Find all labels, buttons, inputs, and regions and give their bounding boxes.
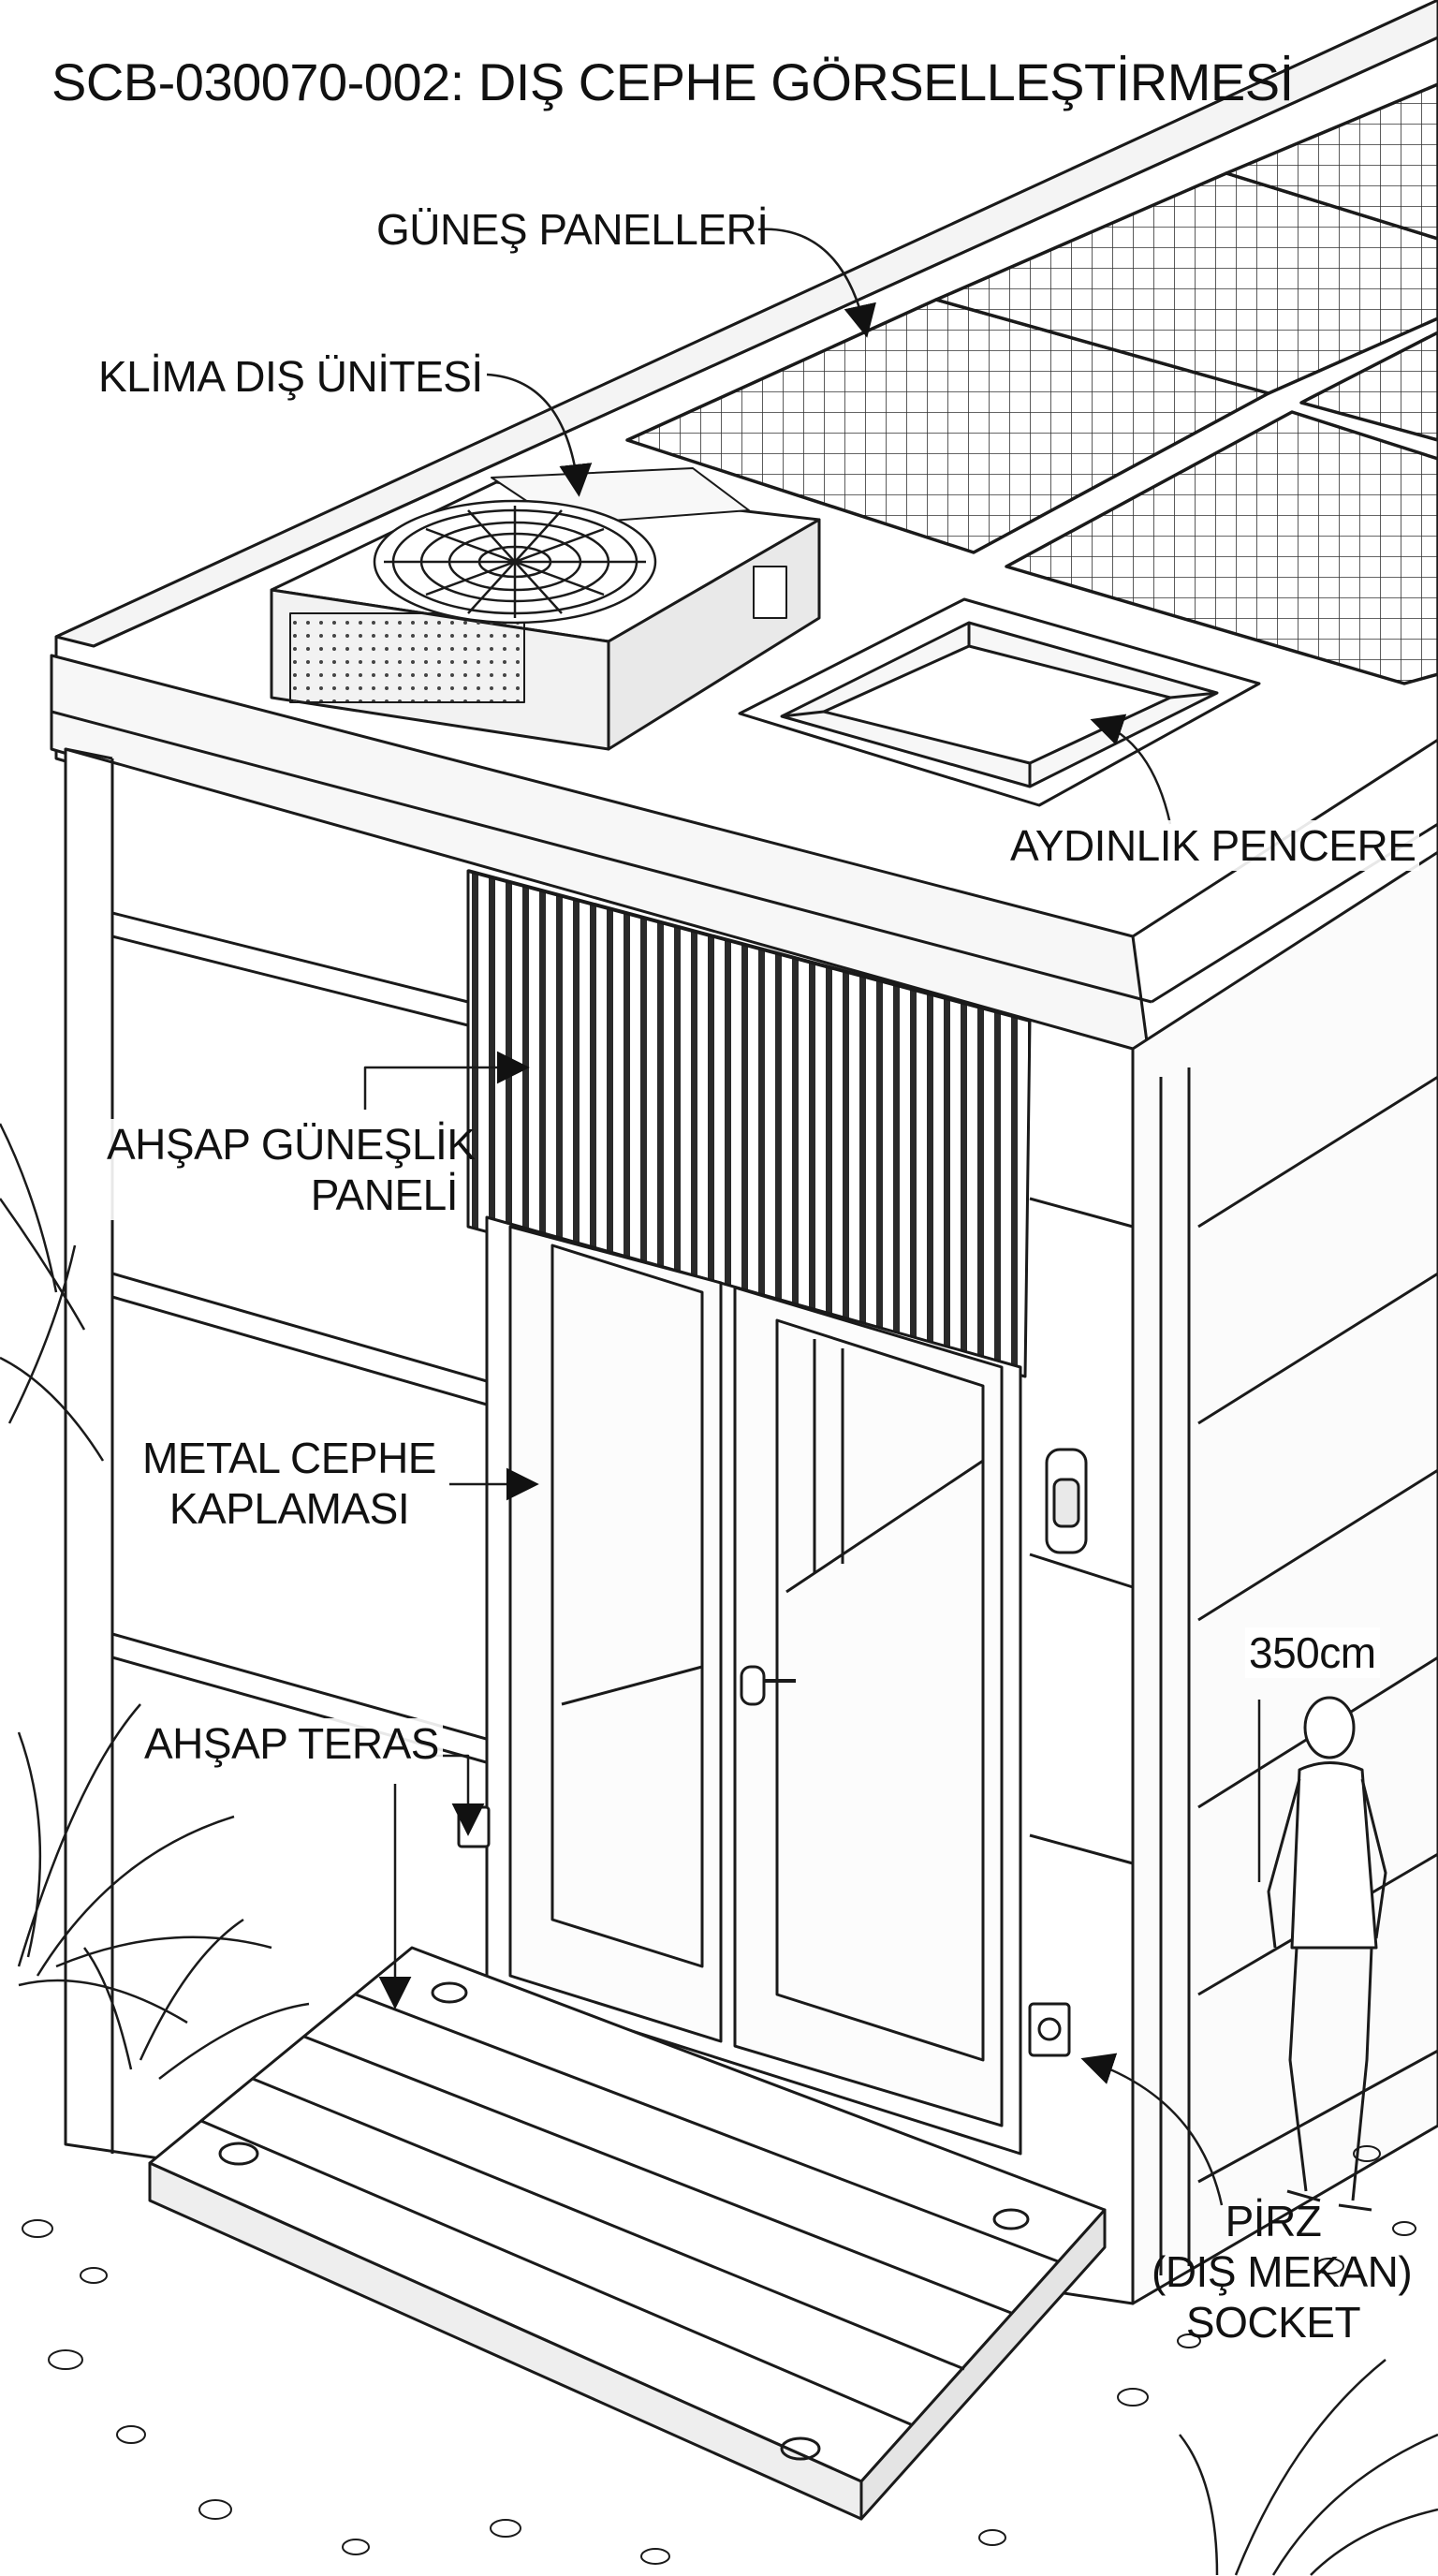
- label-metal-cladding-line2: KAPLAMASI: [169, 1484, 410, 1533]
- label-height: 350cm: [1245, 1627, 1380, 1678]
- solar-panels: [625, 82, 1438, 685]
- person-figure-icon: [1257, 1696, 1387, 2212]
- label-ac-unit: KLİMA DIŞ ÜNİTESİ: [98, 352, 483, 401]
- label-socket-line2: (DIŞ MEKAN): [1152, 2247, 1413, 2296]
- label-socket-line3: SOCKET: [1185, 2298, 1361, 2347]
- plant-icon: [0, 1123, 1438, 2576]
- side-wall: [1131, 850, 1438, 2305]
- label-wood-shade: AHŞAP GÜNEŞLİK PANELİ: [103, 1119, 476, 1220]
- label-metal-cladding-line1: METAL CEPHE: [141, 1434, 437, 1482]
- ground-pebbles: [22, 2145, 1416, 2565]
- label-skylight: AYDINLIK PENCERE: [1006, 820, 1420, 871]
- label-socket-line1: PİRZ: [1225, 2197, 1322, 2245]
- ac-fan-icon: [373, 499, 657, 625]
- label-socket: PİRZ (DIŞ MEKAN) SOCKET: [1152, 2196, 1413, 2348]
- diagram-title: SCB-030070-002: DIŞ CEPHE GÖRSELLEŞTİRME…: [51, 52, 1294, 111]
- wall-lamp-icon: [1045, 1448, 1088, 1554]
- label-wood-shade-line1: AHŞAP GÜNEŞLİK: [107, 1120, 476, 1169]
- skylight: [738, 597, 1261, 807]
- label-solar-panels: GÜNEŞ PANELLERİ: [376, 205, 769, 254]
- label-metal-cladding: METAL CEPHE KAPLAMASI: [136, 1433, 443, 1534]
- glass-door: [485, 1215, 1022, 2156]
- label-wood-terrace: AHŞAP TERAS: [140, 1718, 443, 1769]
- wood-terrace: [148, 1946, 1107, 2521]
- label-wood-shade-line2: PANELİ: [310, 1170, 459, 1219]
